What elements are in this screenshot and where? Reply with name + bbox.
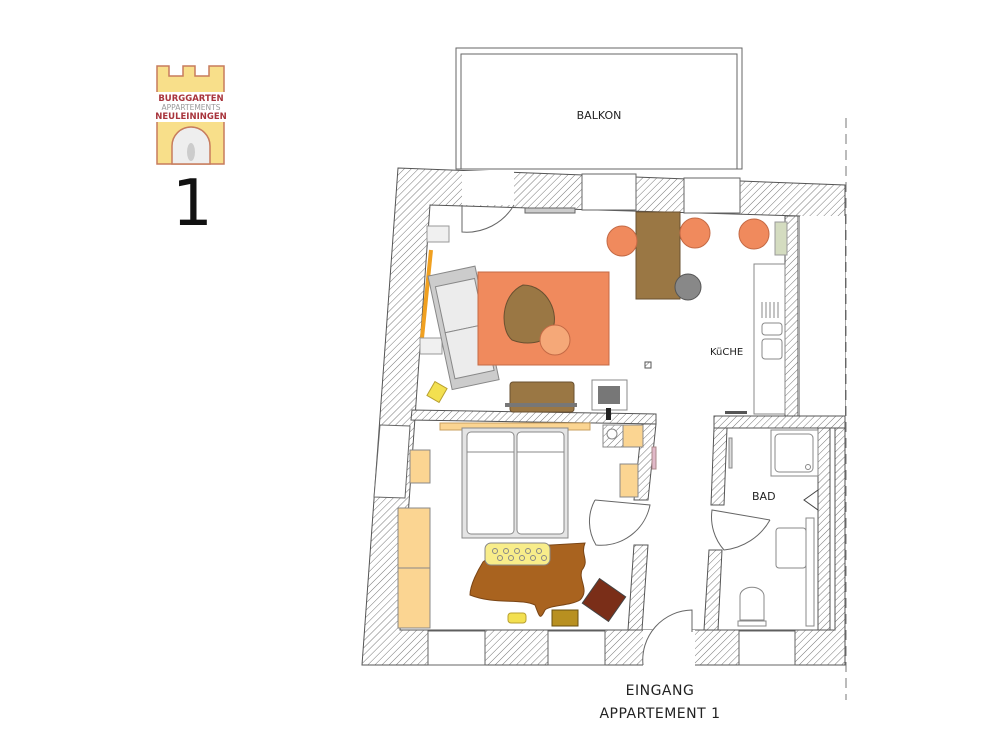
radiator bbox=[419, 337, 443, 355]
sink[interactable] bbox=[761, 338, 783, 360]
logo-line3: NEULEININGEN bbox=[155, 112, 227, 122]
drainer bbox=[761, 302, 779, 318]
bench[interactable] bbox=[484, 542, 551, 566]
kitchen-label: KüCHE bbox=[710, 347, 743, 358]
curtain bbox=[420, 249, 433, 339]
living-room bbox=[419, 211, 788, 420]
balcony-label: BALKON bbox=[577, 109, 622, 122]
towel-rail bbox=[728, 437, 733, 469]
bedroom bbox=[397, 422, 657, 629]
wardrobe bbox=[397, 507, 431, 569]
chair[interactable] bbox=[674, 273, 702, 301]
balcony: BALKON bbox=[455, 47, 743, 170]
kitchen: KüCHE bbox=[710, 263, 786, 415]
stove-inner bbox=[598, 386, 620, 404]
bathroom: BAD bbox=[728, 429, 819, 627]
logo-line2: APPARTEMENTS bbox=[162, 103, 221, 112]
toilet[interactable] bbox=[739, 586, 765, 621]
apartment-label: APPARTEMENT 1 bbox=[599, 706, 721, 722]
plant bbox=[426, 380, 448, 404]
logo-line1: BURGGARTEN bbox=[158, 94, 223, 104]
mattress bbox=[466, 431, 515, 535]
washbasin[interactable] bbox=[775, 527, 807, 569]
cabinet bbox=[622, 424, 644, 448]
lounge-chair[interactable] bbox=[581, 577, 627, 623]
cabinet bbox=[805, 517, 815, 627]
stove-pipe bbox=[606, 408, 611, 420]
column bbox=[644, 361, 652, 369]
stool bbox=[507, 612, 527, 624]
neighbour-space bbox=[800, 216, 845, 416]
chair[interactable] bbox=[679, 217, 711, 249]
shelf bbox=[774, 221, 788, 256]
mirror bbox=[651, 446, 657, 470]
bathroom-label: BAD bbox=[752, 490, 776, 503]
mattress bbox=[516, 431, 565, 535]
tv-bench[interactable] bbox=[509, 381, 575, 413]
toilet-tank bbox=[737, 620, 767, 627]
apartment-number: 1 bbox=[172, 167, 213, 241]
coffee-table[interactable] bbox=[503, 284, 555, 344]
logo: BURGGARTEN APPARTEMENTS NEULEININGEN bbox=[155, 65, 227, 165]
interior-walls bbox=[410, 215, 846, 631]
bench-pattern bbox=[492, 548, 547, 561]
radiator bbox=[426, 225, 450, 243]
sink[interactable] bbox=[761, 322, 783, 336]
nightstand bbox=[409, 449, 431, 484]
chair[interactable] bbox=[606, 225, 638, 257]
side-table[interactable] bbox=[539, 324, 571, 356]
chair[interactable] bbox=[738, 218, 770, 250]
doors bbox=[461, 204, 771, 666]
washbasin-icon bbox=[606, 428, 618, 440]
wardrobe bbox=[397, 567, 431, 629]
basket bbox=[551, 609, 579, 627]
dining-table[interactable] bbox=[635, 211, 681, 300]
shelf bbox=[505, 403, 577, 407]
radiator bbox=[725, 411, 747, 414]
nightstand bbox=[619, 463, 639, 498]
entrance-label: EINGANG bbox=[625, 683, 695, 699]
urinal-icon bbox=[803, 489, 819, 511]
